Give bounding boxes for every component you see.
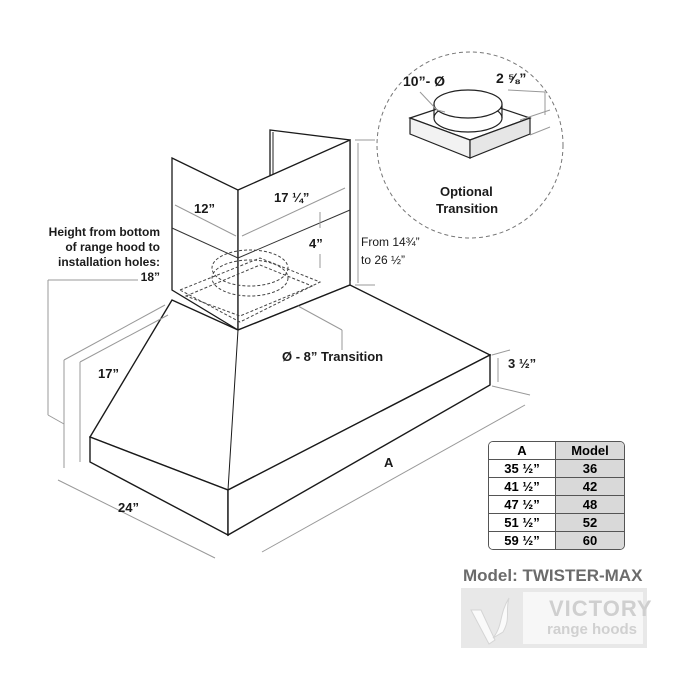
model-title: Model: TWISTER-MAX bbox=[463, 566, 643, 585]
cell-model: 48 bbox=[556, 496, 624, 514]
chimney-height-from: From 14¾” bbox=[361, 235, 420, 249]
cell-model: 36 bbox=[556, 460, 624, 478]
table-row: 59 ½” 60 bbox=[489, 532, 624, 549]
optional-title-line2: Transition bbox=[436, 201, 499, 216]
chimney-inset-label: 4” bbox=[309, 236, 323, 251]
cell-a: 51 ½” bbox=[489, 514, 556, 532]
width-label: A bbox=[384, 455, 394, 470]
brand-name: VICTORY bbox=[549, 596, 653, 621]
chimney-height-to: to 26 ½” bbox=[361, 253, 406, 267]
install-holes-line3: installation holes: bbox=[57, 255, 160, 269]
chimney-depth-label: 12” bbox=[194, 201, 215, 216]
brand-logo: VICTORY range hoods bbox=[461, 588, 652, 648]
cell-model: 52 bbox=[556, 514, 624, 532]
cell-a: 59 ½” bbox=[489, 532, 556, 549]
victory-v-flame-icon bbox=[470, 597, 510, 645]
transition-label: Ø - 8” Transition bbox=[282, 349, 384, 364]
cell-a: 41 ½” bbox=[489, 478, 556, 496]
front-lip-label: 3 ½” bbox=[508, 356, 537, 371]
header-model: Model bbox=[556, 442, 624, 460]
table-row: 47 ½” 48 bbox=[489, 496, 624, 514]
install-holes-line1: Height from bottom bbox=[48, 225, 160, 239]
dimension-lines bbox=[47, 139, 531, 559]
install-holes-value: 18” bbox=[140, 270, 160, 284]
optional-transition-callout bbox=[376, 51, 564, 239]
brand-tagline: range hoods bbox=[547, 621, 638, 638]
optional-title-line1: Optional bbox=[440, 184, 493, 199]
table-row: 35 ½” 36 bbox=[489, 460, 624, 478]
cell-a: 47 ½” bbox=[489, 496, 556, 514]
optional-diameter-label: 10”- Ø bbox=[403, 73, 446, 89]
cell-model: 60 bbox=[556, 532, 624, 549]
transition-hidden bbox=[178, 249, 322, 323]
chimney-width-label: 17 ¼” bbox=[274, 190, 310, 205]
header-a: A bbox=[489, 442, 556, 460]
hood-body bbox=[88, 284, 492, 537]
cell-model: 42 bbox=[556, 478, 624, 496]
table-row: 51 ½” 52 bbox=[489, 514, 624, 532]
table-row: 41 ½” 42 bbox=[489, 478, 624, 496]
table-header-row: A Model bbox=[489, 442, 624, 460]
model-size-table: A Model 35 ½” 36 41 ½” 42 47 ½” 48 51 ½”… bbox=[488, 441, 625, 550]
body-height-label: 17” bbox=[98, 366, 119, 381]
depth-label: 24” bbox=[118, 500, 139, 515]
logo-text-panel bbox=[523, 592, 643, 644]
cell-a: 35 ½” bbox=[489, 460, 556, 478]
install-holes-line2: of range hood to bbox=[65, 240, 160, 254]
optional-transition-part bbox=[408, 89, 532, 159]
chimney bbox=[171, 129, 351, 332]
optional-height-label: 2 ⅝” bbox=[496, 70, 527, 86]
